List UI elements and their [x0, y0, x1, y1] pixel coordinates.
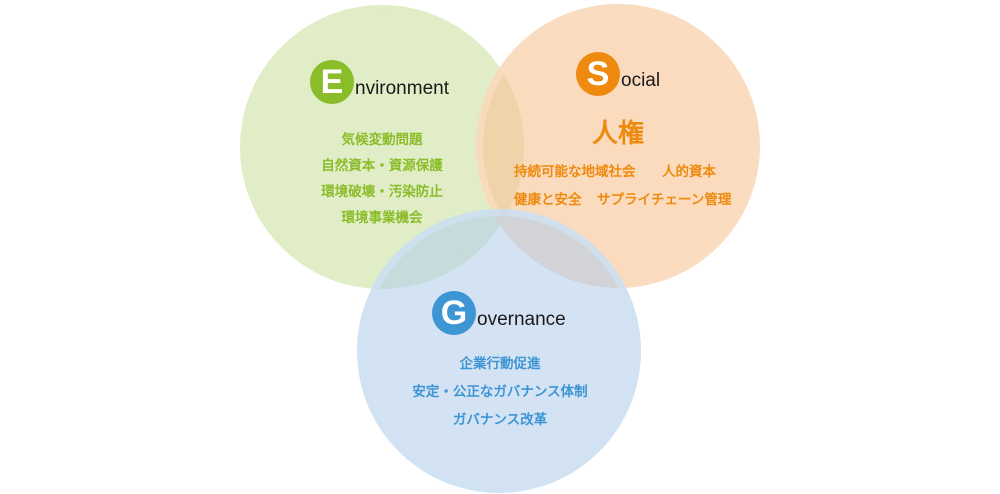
- environment-item: 環境破壊・汚染防止: [321, 184, 443, 200]
- social-item: サプライチェーン管理: [597, 192, 732, 208]
- social-item: 人的資本: [662, 164, 716, 180]
- social-initial-badge: S: [576, 52, 620, 96]
- social-heading: S ocial: [576, 52, 660, 96]
- environment-item: 環境事業機会: [341, 210, 423, 226]
- environment-item: 自然資本・資源保護: [321, 158, 443, 174]
- governance-initial-badge: G: [432, 291, 476, 335]
- governance-heading-rest: overnance: [477, 309, 566, 330]
- environment-item: 気候変動問題: [341, 132, 423, 148]
- social-item: 持続可能な地域社会: [514, 164, 636, 180]
- environment-heading-rest: nvironment: [355, 78, 449, 99]
- environment-initial-badge: E: [310, 60, 354, 104]
- governance-item: 企業行動促進: [459, 356, 541, 372]
- governance-heading: G overnance: [432, 291, 566, 335]
- social-heading-rest: ocial: [621, 70, 661, 91]
- governance-item: 安定・公正なガバナンス体制: [412, 384, 588, 400]
- governance-item: ガバナンス改革: [452, 412, 548, 428]
- social-item: 健康と安全: [514, 192, 582, 208]
- environment-heading: E nvironment: [310, 60, 449, 104]
- social-main-topic: 人権: [591, 119, 644, 149]
- governance-circle: [357, 209, 641, 493]
